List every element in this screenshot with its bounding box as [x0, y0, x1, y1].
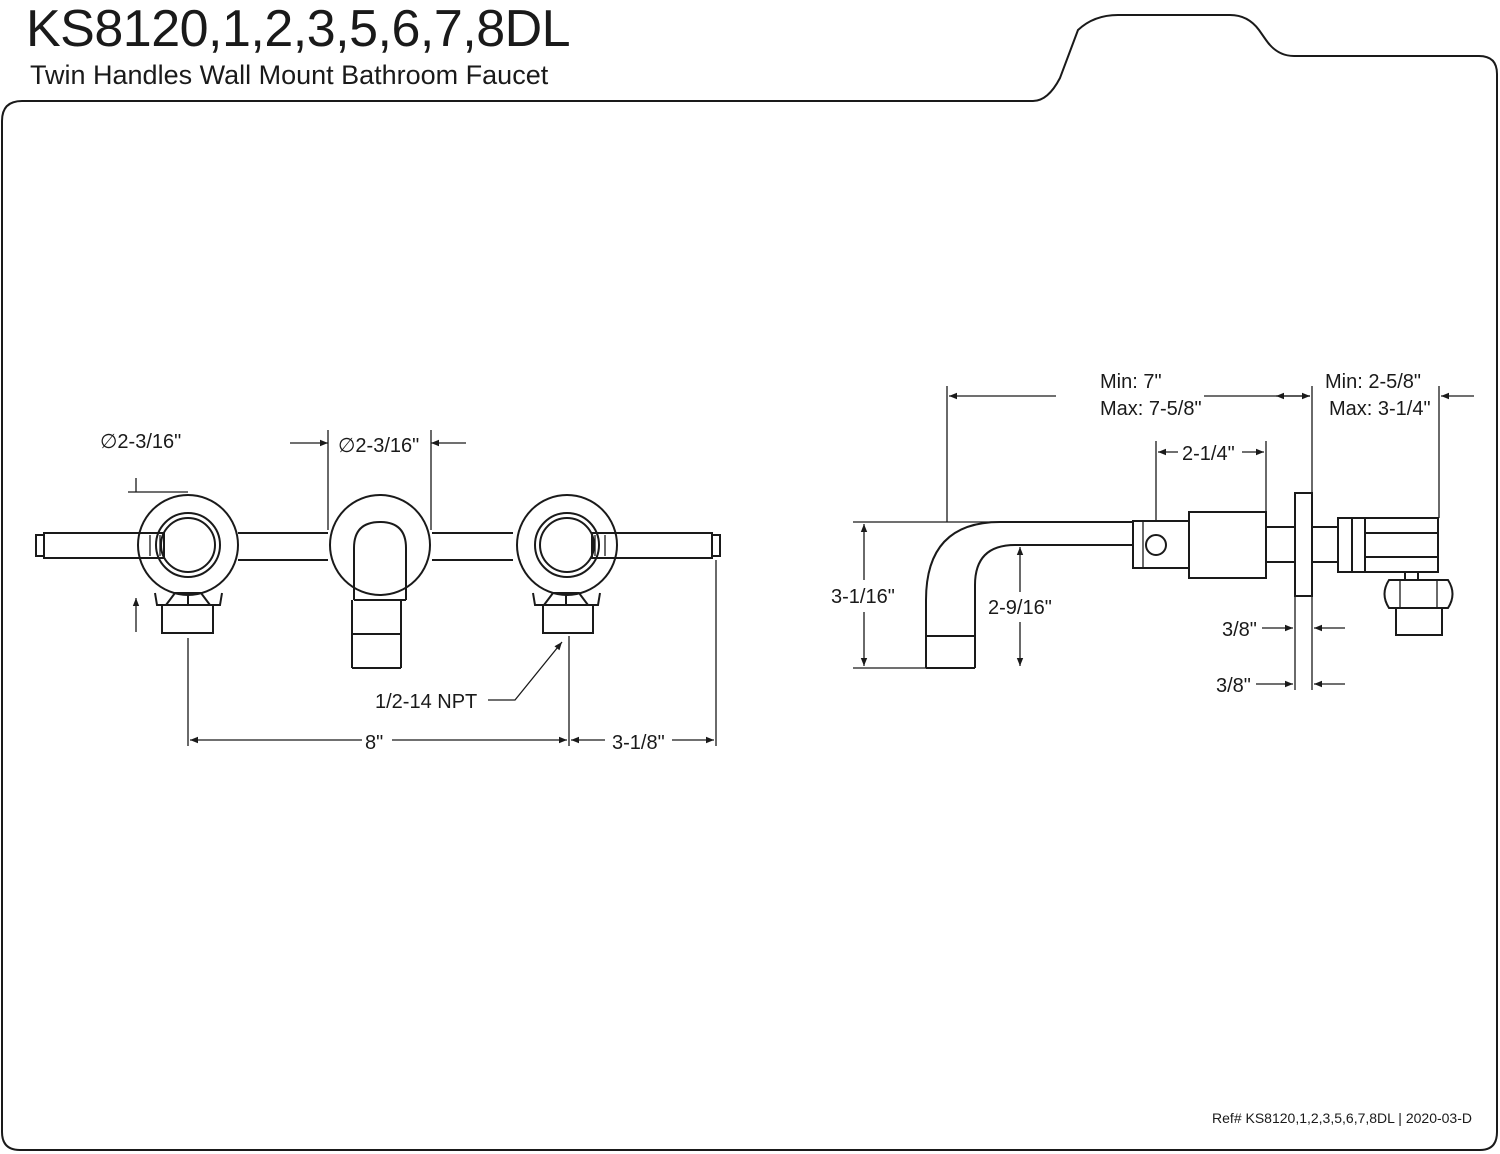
wall-min-label: Min: 7"	[1100, 371, 1162, 393]
flange-gap-label-2: 3/8"	[1216, 675, 1251, 697]
right-handle	[516, 494, 721, 634]
spout-height-label: 3-1/16"	[831, 586, 895, 608]
handle-overhang-label: 3-1/8"	[612, 732, 665, 754]
sleeve-length-label: 2-1/4"	[1182, 443, 1235, 465]
spout-side	[925, 521, 1133, 669]
flange-gap-label-1: 3/8"	[1222, 619, 1257, 641]
sheet-border	[1, 14, 1498, 1151]
reference-label: Ref# KS8120,1,2,3,5,6,7,8DL | 2020-03-D	[1212, 1110, 1472, 1126]
front-view: ∅2-3/16" ∅2-3/16" 1/2-14 NPT 8" 3-1/8"	[35, 430, 721, 754]
left-handle	[35, 494, 239, 634]
center-spacing-label: 8"	[365, 732, 383, 754]
handle-diameter-label: ∅2-3/16"	[100, 431, 181, 453]
spout-flange-diameter-label: ∅2-3/16"	[338, 435, 419, 457]
valve-min-label: Min: 2-5/8"	[1325, 371, 1421, 393]
spout-drop-label: 2-9/16"	[988, 597, 1052, 619]
page-subtitle: Twin Handles Wall Mount Bathroom Faucet	[30, 60, 549, 90]
spout-front	[329, 494, 431, 669]
side-view: Min: 7" Max: 7-5/8" Min: 2-5/8" Max: 3-1…	[831, 371, 1474, 697]
wall-max-label: Max: 7-5/8"	[1100, 398, 1202, 420]
valve-max-label: Max: 3-1/4"	[1329, 398, 1431, 420]
front-dimensions	[128, 430, 717, 746]
connection-label: 1/2-14 NPT	[375, 691, 477, 713]
valve-body-side	[1132, 492, 1454, 636]
side-dimensions	[853, 386, 1474, 690]
page-title: KS8120,1,2,3,5,6,7,8DL	[26, 0, 571, 58]
connecting-bar	[238, 532, 513, 561]
